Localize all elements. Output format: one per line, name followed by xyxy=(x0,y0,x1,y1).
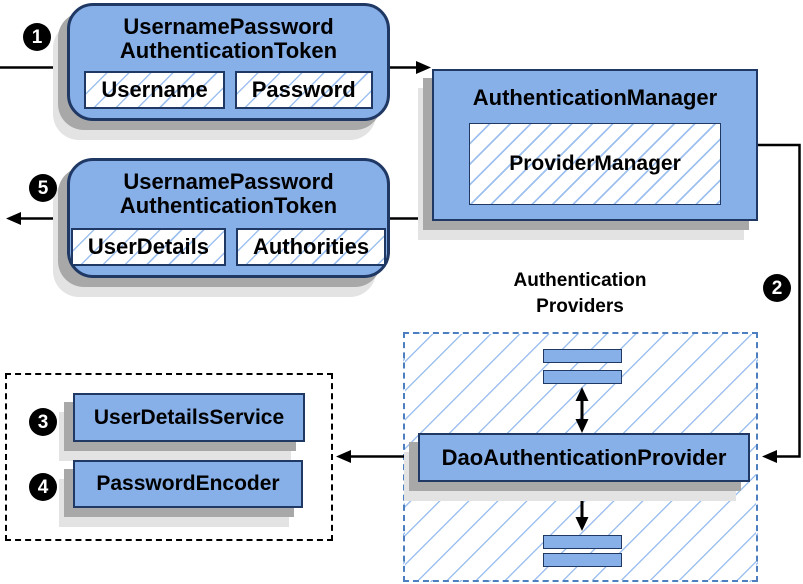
dao-authentication-provider-label: DaoAuthenticationProvider xyxy=(441,444,727,470)
step-3-badge: 3 xyxy=(29,408,57,436)
provider-placeholder-bar xyxy=(543,370,622,384)
username-field-box: Username xyxy=(84,71,225,109)
step-2-badge: 2 xyxy=(763,274,791,302)
request-token-title: UsernamePassword AuthenticationToken xyxy=(119,14,338,63)
userdetails-field-box: UserDetails xyxy=(70,228,226,266)
authentication-manager-box: AuthenticationManager ProviderManager xyxy=(432,69,758,221)
provider-manager-box: ProviderManager xyxy=(469,123,721,205)
dao-authentication-provider-box: DaoAuthenticationProvider xyxy=(418,433,750,482)
password-encoder-box: PasswordEncoder xyxy=(73,460,303,508)
provider-placeholder-bar xyxy=(543,535,622,549)
arrowhead-into-dao-provider xyxy=(762,450,777,463)
request-token-box: UsernamePassword AuthenticationToken Use… xyxy=(67,3,390,121)
step-1-badge: 1 xyxy=(23,23,51,51)
step-5-badge: 5 xyxy=(29,174,57,202)
arrowhead-step5-left xyxy=(6,212,21,225)
request-token-fields: Username Password xyxy=(70,71,387,109)
provider-placeholder-bar xyxy=(543,553,622,567)
arrowhead-into-services-group xyxy=(336,450,351,463)
authentication-manager-title: AuthenticationManager xyxy=(472,85,718,110)
response-token-box: UsernamePassword AuthenticationToken Use… xyxy=(67,158,390,278)
double-arrow-top-down-head xyxy=(575,419,589,433)
double-arrow-top-up-head xyxy=(575,387,589,401)
double-arrow-bottom-down-head xyxy=(575,517,589,531)
user-details-service-label: UserDetailsService xyxy=(93,405,285,429)
provider-placeholder-bar xyxy=(543,349,622,363)
password-field-box: Password xyxy=(234,71,373,109)
user-details-service-box: UserDetailsService xyxy=(73,393,305,442)
provider-manager-label: ProviderManager xyxy=(509,152,681,175)
arrowhead-into-authentication-manager xyxy=(416,61,431,74)
flow-line-step2 xyxy=(758,143,801,458)
authorities-field-box: Authorities xyxy=(235,228,387,266)
step-4-badge: 4 xyxy=(29,473,57,501)
double-arrow-bottom-up-head xyxy=(575,486,589,500)
authentication-providers-title: Authentication Providers xyxy=(513,270,647,317)
response-token-title: UsernamePassword AuthenticationToken xyxy=(119,169,338,218)
response-token-fields: UserDetails Authorities xyxy=(70,228,387,266)
password-encoder-label: PasswordEncoder xyxy=(96,472,280,495)
